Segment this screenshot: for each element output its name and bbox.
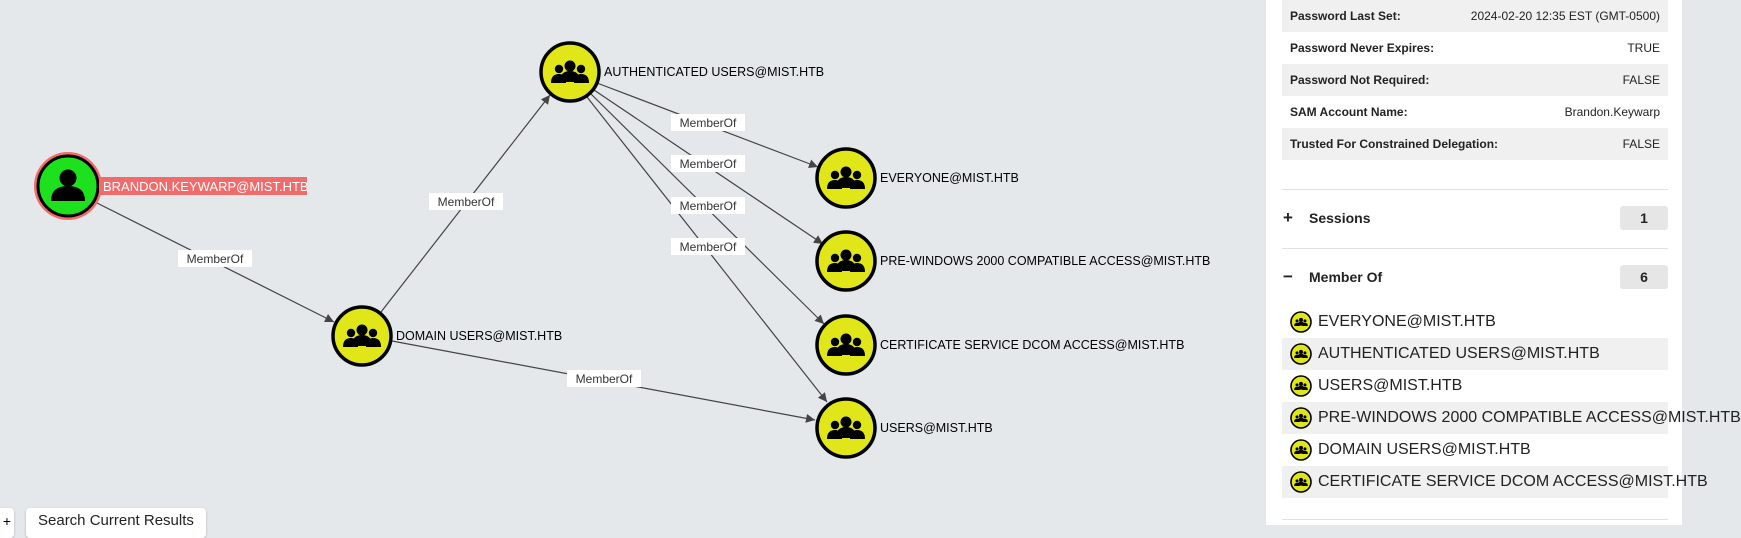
sessions-section-header[interactable]: + Sessions 1 xyxy=(1282,206,1668,230)
node-users[interactable]: USERS@MIST.HTB xyxy=(815,397,993,459)
node-everyone[interactable]: EVERYONE@MIST.HTB xyxy=(815,147,1019,209)
edge-label-domain-users-users: MemberOf xyxy=(567,370,641,387)
member-of-label: Member Of xyxy=(1309,269,1383,285)
graph-canvas[interactable]: MemberOf MemberOf MemberOf MemberOf Memb… xyxy=(0,0,1265,538)
property-row: Password Not Required: FALSE xyxy=(1282,64,1668,96)
edge-label-text: MemberOf xyxy=(680,199,737,213)
edge-label-authenticated-cert-service: MemberOf xyxy=(671,197,745,214)
node-pre-windows[interactable]: PRE-WINDOWS 2000 COMPATIBLE ACCESS@MIST.… xyxy=(815,230,1210,292)
edge-label-authenticated-users: MemberOf xyxy=(671,238,745,255)
node-brandon[interactable]: BRANDON.KEYWARP@MIST.HTB xyxy=(34,152,309,220)
edge-label-brandon-domain-users: MemberOf xyxy=(178,250,252,267)
edge-label-text: MemberOf xyxy=(680,240,737,254)
member-name: USERS@MIST.HTB xyxy=(1318,377,1463,394)
add-button[interactable]: + xyxy=(0,508,14,538)
edge-label-authenticated-pre-windows: MemberOf xyxy=(671,155,745,172)
property-row: Trusted For Constrained Delegation: FALS… xyxy=(1282,128,1668,160)
edge-label-authenticated-everyone: MemberOf xyxy=(671,114,745,131)
group-icon xyxy=(1290,343,1312,365)
group-icon xyxy=(1290,407,1312,429)
sessions-label: Sessions xyxy=(1309,210,1371,226)
edge-label-text: MemberOf xyxy=(576,372,633,386)
node-label-domain-users: DOMAIN USERS@MIST.HTB xyxy=(396,329,562,343)
property-key: Password Last Set: xyxy=(1290,9,1401,23)
property-value: 2024-02-20 12:35 EST (GMT-0500) xyxy=(1470,9,1660,23)
property-value: TRUE xyxy=(1627,41,1660,55)
member-name: EVERYONE@MIST.HTB xyxy=(1318,313,1496,330)
node-label-cert-service: CERTIFICATE SERVICE DCOM ACCESS@MIST.HTB xyxy=(880,338,1184,352)
property-key: Password Not Required: xyxy=(1290,73,1430,87)
list-item[interactable]: USERS@MIST.HTB xyxy=(1282,370,1668,402)
list-item[interactable]: DOMAIN USERS@MIST.HTB xyxy=(1282,434,1668,466)
edge-label-text: MemberOf xyxy=(438,195,495,209)
member-name: PRE-WINDOWS 2000 COMPATIBLE ACCESS@MIST.… xyxy=(1318,409,1741,426)
node-cert-service[interactable]: CERTIFICATE SERVICE DCOM ACCESS@MIST.HTB xyxy=(815,314,1184,376)
property-row: Password Never Expires: TRUE xyxy=(1282,32,1668,64)
edge-label-domain-users-authenticated: MemberOf xyxy=(429,193,503,210)
property-key: Password Never Expires: xyxy=(1290,41,1435,55)
sessions-count-badge: 1 xyxy=(1620,206,1668,230)
member-name: DOMAIN USERS@MIST.HTB xyxy=(1318,441,1531,458)
list-item[interactable]: CERTIFICATE SERVICE DCOM ACCESS@MIST.HTB xyxy=(1282,466,1708,498)
member-of-list: EVERYONE@MIST.HTB AUTHENTICATED USERS@MI… xyxy=(1282,306,1741,498)
node-label-pre-windows: PRE-WINDOWS 2000 COMPATIBLE ACCESS@MIST.… xyxy=(880,254,1210,268)
property-key: SAM Account Name: xyxy=(1290,105,1408,119)
collapse-icon[interactable]: − xyxy=(1283,267,1293,286)
edge-label-text: MemberOf xyxy=(680,116,737,130)
member-of-section-header[interactable]: − Member Of 6 xyxy=(1282,265,1668,289)
divider xyxy=(1282,189,1668,190)
member-of-count-badge: 6 xyxy=(1620,265,1668,289)
node-domain-users[interactable]: DOMAIN USERS@MIST.HTB xyxy=(331,305,562,367)
property-value: FALSE xyxy=(1622,73,1660,87)
member-name: AUTHENTICATED USERS@MIST.HTB xyxy=(1318,345,1600,362)
divider xyxy=(1282,248,1668,249)
divider xyxy=(1282,519,1668,520)
edge-label-text: MemberOf xyxy=(187,252,244,266)
expand-icon[interactable]: + xyxy=(1283,208,1293,227)
entity-properties-panel: Password Last Set: 2024-02-20 12:35 EST … xyxy=(1266,0,1741,525)
node-authenticated-users[interactable]: AUTHENTICATED USERS@MIST.HTB xyxy=(539,41,824,103)
group-icon xyxy=(1290,375,1312,397)
node-label-authenticated-users: AUTHENTICATED USERS@MIST.HTB xyxy=(604,65,824,79)
edge-label-text: MemberOf xyxy=(680,157,737,171)
property-value: FALSE xyxy=(1622,137,1660,151)
node-label-brandon: BRANDON.KEYWARP@MIST.HTB xyxy=(103,179,309,194)
properties-table: Password Last Set: 2024-02-20 12:35 EST … xyxy=(1282,0,1668,160)
property-row: SAM Account Name: Brandon.Keywarp xyxy=(1282,96,1668,128)
list-item[interactable]: EVERYONE@MIST.HTB xyxy=(1282,306,1668,338)
search-current-results-button[interactable]: Search Current Results xyxy=(26,508,206,538)
node-label-users: USERS@MIST.HTB xyxy=(880,421,993,435)
group-icon xyxy=(1290,439,1312,461)
property-key: Trusted For Constrained Delegation: xyxy=(1290,137,1499,151)
list-item[interactable]: PRE-WINDOWS 2000 COMPATIBLE ACCESS@MIST.… xyxy=(1282,402,1741,434)
group-icon xyxy=(1290,471,1312,493)
node-label-everyone: EVERYONE@MIST.HTB xyxy=(880,171,1019,185)
group-icon xyxy=(1290,311,1312,333)
list-item[interactable]: AUTHENTICATED USERS@MIST.HTB xyxy=(1282,338,1668,370)
property-value: Brandon.Keywarp xyxy=(1564,105,1660,119)
property-row: Password Last Set: 2024-02-20 12:35 EST … xyxy=(1282,0,1668,32)
member-name: CERTIFICATE SERVICE DCOM ACCESS@MIST.HTB xyxy=(1318,473,1708,490)
